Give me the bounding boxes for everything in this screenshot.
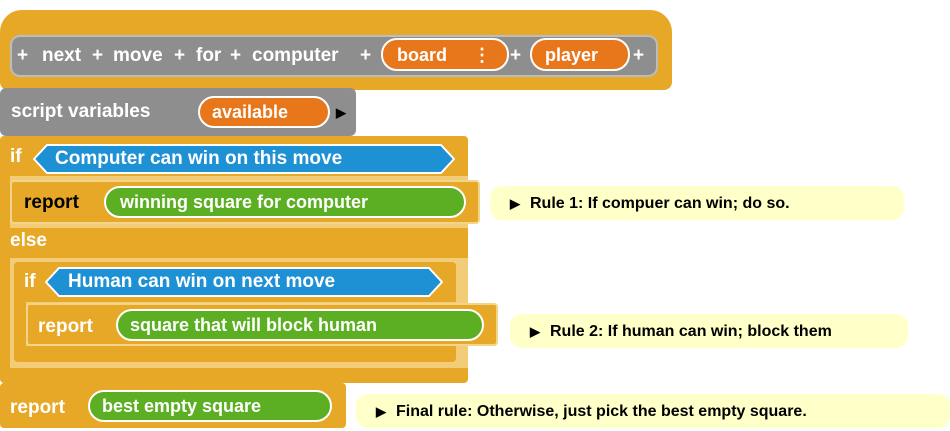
input-player-label: player: [545, 45, 599, 65]
collapse-triangle-icon[interactable]: ▶: [510, 196, 520, 211]
hat-plus-6[interactable]: +: [633, 45, 645, 66]
comment-final-text: Final rule: Otherwise, just pick the bes…: [396, 403, 807, 420]
input-board[interactable]: board ⋮: [381, 38, 509, 71]
report-2-label: report: [38, 316, 93, 337]
hat-plus-5[interactable]: +: [510, 45, 522, 66]
expand-arrow-icon[interactable]: ▶: [336, 105, 346, 120]
winning-square-reporter[interactable]: winning square for computer: [104, 186, 466, 218]
condition-computer-can-win-label: Computer can win on this move: [55, 148, 343, 169]
variable-available-label: available: [212, 102, 289, 122]
collapse-triangle-icon[interactable]: ▶: [376, 404, 386, 419]
report-final-label: report: [10, 397, 65, 418]
best-empty-square-reporter[interactable]: best empty square: [88, 390, 332, 422]
variable-available[interactable]: available: [198, 96, 330, 128]
hat-plus-4[interactable]: +: [360, 45, 372, 66]
condition-human-can-win-label: Human can win on next move: [68, 271, 336, 292]
block-human-label: square that will block human: [130, 315, 378, 335]
condition-computer-can-win[interactable]: [33, 144, 455, 174]
hat-plus-2[interactable]: +: [174, 45, 186, 66]
hat-plus-0[interactable]: +: [17, 45, 29, 66]
hat-word-move[interactable]: move: [113, 45, 163, 66]
best-empty-square-label: best empty square: [102, 396, 262, 416]
script-variables-label: script variables: [11, 101, 151, 122]
hat-plus-1[interactable]: +: [92, 45, 104, 66]
else-label: else: [10, 230, 47, 251]
list-type-icon: ⋮: [473, 45, 491, 65]
report-1-label: report: [24, 192, 79, 213]
if1-if-label: if: [10, 146, 22, 167]
comment-rule-2[interactable]: ▶ Rule 2: If human can win; block them: [510, 314, 908, 348]
comment-final-rule[interactable]: ▶ Final rule: Otherwise, just pick the b…: [356, 394, 950, 428]
if2-if-label: if: [24, 271, 36, 292]
comment-rule-1[interactable]: ▶ Rule 1: If compuer can win; do so.: [490, 186, 904, 220]
block-human-reporter[interactable]: square that will block human: [116, 309, 484, 341]
hat-word-next[interactable]: next: [42, 45, 82, 66]
hat-plus-3[interactable]: +: [230, 45, 242, 66]
hat-word-for[interactable]: for: [196, 45, 222, 66]
comment-rule-2-text: Rule 2: If human can win; block them: [550, 323, 832, 340]
input-board-label: board: [397, 45, 448, 65]
comment-rule-1-text: Rule 1: If compuer can win; do so.: [530, 195, 790, 212]
winning-square-label: winning square for computer: [120, 192, 369, 212]
collapse-triangle-icon[interactable]: ▶: [530, 324, 540, 339]
condition-human-can-win[interactable]: [45, 267, 443, 297]
input-player[interactable]: player: [530, 38, 630, 71]
hat-word-computer[interactable]: computer: [252, 45, 339, 66]
